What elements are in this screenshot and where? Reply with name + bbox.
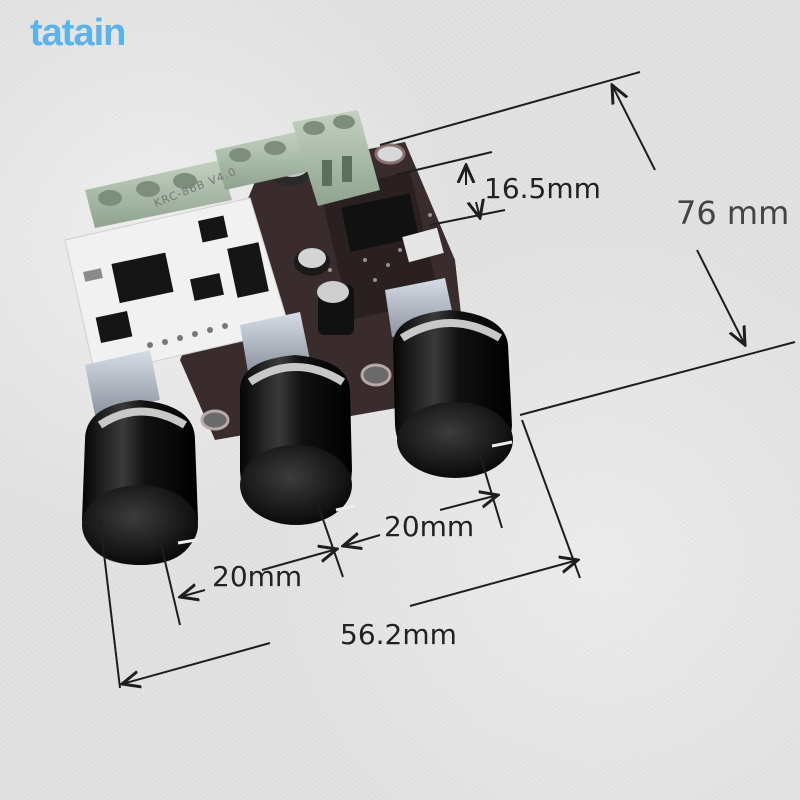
knob-middle <box>240 355 355 525</box>
dimension-label-height: 16.5mm <box>484 172 601 205</box>
dimension-label-knob-spacing-right: 20mm <box>384 510 475 543</box>
dimension-label-width: 56.2mm <box>340 618 457 651</box>
knob-left <box>82 400 198 565</box>
daughter-board <box>64 197 291 376</box>
dimension-label-length: 76 mm <box>676 194 790 232</box>
terminal-blocks <box>85 110 380 228</box>
dimension-lines <box>99 71 796 688</box>
knob-right <box>393 310 513 478</box>
dimension-label-knob-spacing-left: 20mm <box>212 560 303 593</box>
brand-logo: tatain <box>30 12 126 54</box>
